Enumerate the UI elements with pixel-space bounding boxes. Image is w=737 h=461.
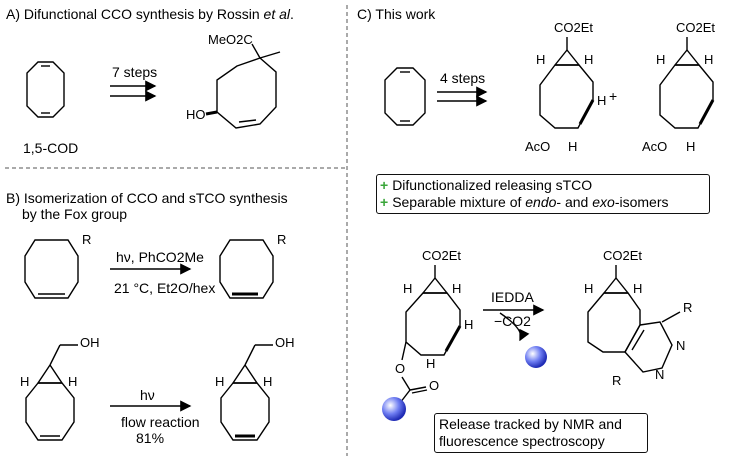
co2et-label-exo: CO2Et bbox=[676, 20, 716, 35]
stco-exo-structure bbox=[659, 37, 715, 129]
co2-loss-label: −CO2 bbox=[494, 313, 531, 329]
cod-structure bbox=[26, 61, 65, 118]
co2et-label-endo: CO2Et bbox=[554, 20, 594, 35]
panel-c-arrow-label: 4 steps bbox=[440, 70, 486, 86]
r-substituent-left: R bbox=[82, 232, 92, 247]
reaction2-conditions-mid: flow reaction bbox=[121, 414, 200, 430]
tco-structure bbox=[219, 239, 274, 299]
h-label: H bbox=[68, 374, 78, 389]
benefit-item: +Difunctionalized releasing sTCO bbox=[380, 177, 593, 193]
stco-prodrug-structure bbox=[399, 265, 462, 404]
carbonyl-o-label: O bbox=[429, 378, 440, 393]
h-label: H bbox=[263, 374, 273, 389]
release-line1: Release tracked by NMR and bbox=[439, 416, 622, 432]
h-label: H bbox=[656, 52, 666, 67]
h-label: H bbox=[403, 281, 413, 296]
panel-b-title-line1: B) Isomerization of CCO and sTCO synthes… bbox=[6, 190, 288, 206]
oh-label-right: OH bbox=[275, 335, 295, 350]
h-label: H bbox=[597, 93, 607, 108]
release-tracking-box: Release tracked by NMR and fluorescence … bbox=[434, 413, 648, 453]
panel-a-title: A) Difunctional CCO synthesis by Rossin … bbox=[6, 6, 294, 22]
reaction2-conditions-top: hν bbox=[140, 387, 155, 403]
panel-b-title-line2: by the Fox group bbox=[22, 206, 128, 222]
bicyclic-stco-structure bbox=[220, 344, 273, 441]
panel-a-arrow-label: 7 steps bbox=[112, 64, 158, 80]
benefits-box: +Difunctionalized releasing sTCO +Separa… bbox=[376, 174, 710, 214]
acetoxy-label-endo: AcO bbox=[525, 139, 551, 154]
reaction1-conditions-bottom: 21 °C, Et2O/hex bbox=[114, 280, 216, 296]
cco-structure bbox=[24, 239, 79, 299]
h-label: H bbox=[464, 317, 474, 332]
n-label: N bbox=[655, 367, 665, 382]
pyridazine-product-structure bbox=[587, 265, 681, 373]
iedda-label: IEDDA bbox=[491, 289, 534, 305]
rossin-product-structure bbox=[205, 43, 281, 129]
oh-label-left: OH bbox=[80, 335, 100, 350]
bicyclic-cco-structure bbox=[25, 344, 78, 441]
panel-c-title: C) This work bbox=[357, 6, 436, 22]
h-label: H bbox=[686, 139, 696, 154]
co2et-label-prodrug: CO2Et bbox=[422, 248, 462, 263]
h-label: H bbox=[215, 374, 225, 389]
h-label: H bbox=[20, 374, 30, 389]
benefit-item: +Separable mixture of endo- and exo-isom… bbox=[380, 194, 669, 210]
acetoxy-label-exo: AcO bbox=[642, 139, 668, 154]
h-label: H bbox=[584, 281, 594, 296]
carbamate-o-label: O bbox=[395, 361, 406, 376]
n-label: N bbox=[676, 338, 686, 353]
h-label: H bbox=[536, 52, 546, 67]
cod-label: 1,5-COD bbox=[23, 140, 79, 156]
h-label: H bbox=[568, 139, 578, 154]
co2et-label-product: CO2Et bbox=[603, 248, 643, 263]
stco-endo-structure bbox=[539, 37, 595, 129]
ester-substituent-label: MeO2C bbox=[208, 32, 253, 47]
hydroxyl-label: HO bbox=[186, 107, 206, 122]
r-substituent-right: R bbox=[277, 232, 287, 247]
h-label: H bbox=[633, 281, 643, 296]
h-label: H bbox=[426, 356, 436, 371]
payload-sphere-attached bbox=[382, 397, 406, 421]
c-cod-structure bbox=[384, 67, 426, 126]
tetrazine-r-label: R bbox=[683, 300, 693, 315]
reaction1-conditions-top: hν, PhCO2Me bbox=[116, 249, 204, 265]
h-label: H bbox=[704, 52, 714, 67]
plus-sign: + bbox=[609, 88, 618, 104]
release-line2: fluorescence spectroscopy bbox=[439, 433, 605, 449]
reaction2-yield: 81% bbox=[136, 430, 165, 446]
h-label: H bbox=[452, 281, 462, 296]
h-label: H bbox=[584, 52, 594, 67]
tetrazine-r-label: R bbox=[612, 373, 622, 388]
payload-sphere-released bbox=[525, 346, 547, 368]
